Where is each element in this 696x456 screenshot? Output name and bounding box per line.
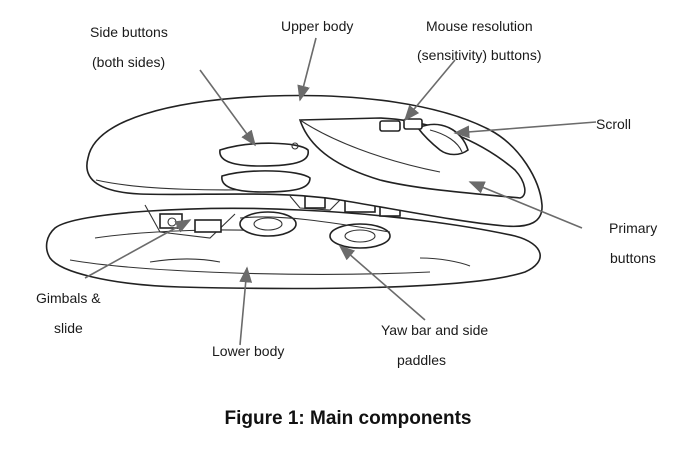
arrow-gimbals <box>84 219 192 279</box>
arrow-primary-buttons <box>468 181 583 229</box>
label-primary-line1: Primary <box>609 220 658 236</box>
arrow-yaw-bar <box>338 244 426 321</box>
arrow-lower-body <box>239 266 253 346</box>
label-lower-body: Lower body <box>212 343 285 359</box>
label-scroll: Scroll <box>596 116 632 132</box>
arrow-resolution <box>403 59 456 122</box>
label-upper-body: Upper body <box>281 18 354 34</box>
label-gimbals-line1: Gimbals & <box>36 290 101 306</box>
arrow-side-buttons <box>199 69 256 147</box>
label-yaw-line2: paddles <box>397 352 447 368</box>
arrow-upper-body <box>297 37 317 102</box>
figure-caption: Figure 1: Main components <box>224 408 472 429</box>
yaw-bar-shape <box>239 211 391 249</box>
label-mouse-resolution-line1: Mouse resolution <box>426 18 533 34</box>
label-gimbals-line2: slide <box>54 320 83 336</box>
label-mouse-resolution-line2: (sensitivity) buttons) <box>417 47 542 63</box>
label-primary-line2: buttons <box>610 250 656 266</box>
upper-body-shape <box>86 94 543 228</box>
arrow-scroll <box>453 121 597 139</box>
label-side-buttons-line2: (both sides) <box>92 54 166 70</box>
label-side-buttons-line1: Side buttons <box>90 24 168 40</box>
label-yaw-line1: Yaw bar and side <box>381 322 489 338</box>
